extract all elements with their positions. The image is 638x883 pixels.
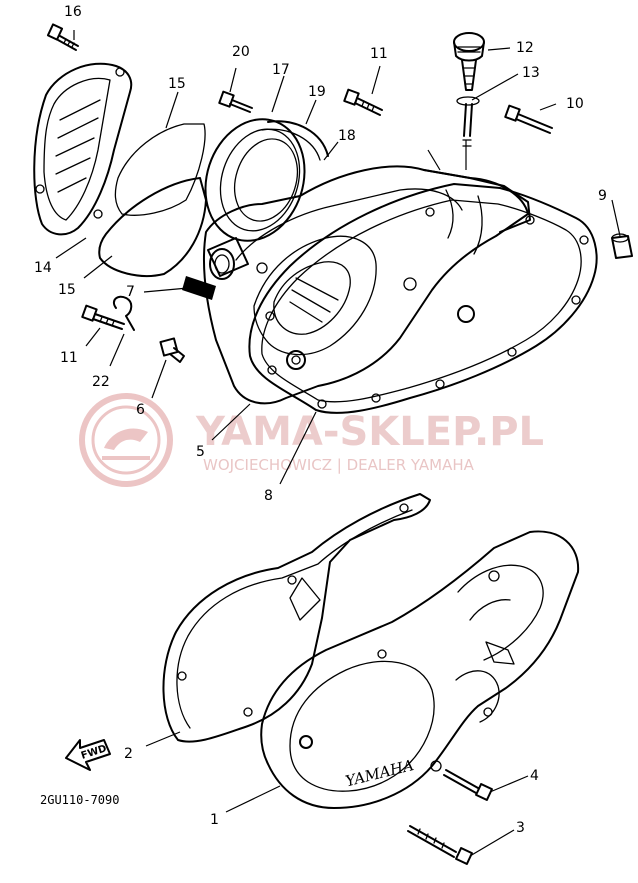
- part-11-bolt-upper: [343, 88, 383, 116]
- callout-19: 18: [338, 128, 356, 144]
- callout-9: 9: [598, 188, 607, 204]
- leader-lines: [55, 30, 621, 857]
- part-4-bolt: [443, 769, 493, 801]
- part-21-bolt: [218, 90, 253, 113]
- callout-11-lower: 11: [60, 350, 78, 366]
- part-11-bolt-lower: [81, 304, 125, 330]
- part-17-bolt: [46, 23, 79, 51]
- callout-labels: 16 15 17 19 20 11 12 13 10 9 18 14 15 7 …: [34, 4, 607, 836]
- part-6-drain-plug: [159, 337, 185, 363]
- part-2-gasket: [162, 493, 431, 743]
- watermark-title: YAMA-SKLEP.PL: [195, 409, 544, 455]
- callout-11-upper: 11: [370, 46, 388, 62]
- part-15-gasket: [114, 123, 206, 216]
- part-13-dipstick: [456, 96, 480, 147]
- part-12-cap: [453, 32, 485, 91]
- watermark-subtitle: WOJCIECHOWICZ | DEALER YAMAHA: [203, 456, 475, 474]
- fwd-arrow-icon: FWD: [65, 739, 111, 771]
- callout-4: 4: [530, 768, 539, 784]
- callout-15: 15: [168, 76, 186, 92]
- callout-3: 3: [516, 820, 525, 836]
- callout-20: 19: [308, 84, 326, 100]
- callout-8: 8: [264, 488, 273, 504]
- callout-5: 5: [196, 444, 205, 460]
- part-18-ring: [204, 118, 306, 242]
- part-9-damper: [611, 233, 633, 259]
- watermark: YAMA-SKLEP.PL WOJCIECHOWICZ | DEALER YAM…: [79, 393, 544, 487]
- callout-2: 2: [124, 746, 133, 762]
- part-8-gasket: [248, 183, 598, 414]
- callout-7: 7: [126, 284, 135, 300]
- part-14-cover: [33, 62, 133, 236]
- callout-1: 1: [210, 812, 219, 828]
- callout-22: 22: [92, 374, 110, 390]
- cover-logo: YAMAHA: [344, 756, 416, 790]
- part-20-ring: [261, 120, 329, 161]
- callout-13: 13: [522, 65, 540, 81]
- callout-16: 15: [58, 282, 76, 298]
- callout-14: 14: [34, 260, 52, 276]
- callout-17: 16: [64, 4, 82, 20]
- part-5-crankcase-cover: [202, 165, 531, 405]
- part-10-bolt: [504, 104, 553, 134]
- callout-6: 6: [136, 402, 145, 418]
- part-3-bolt: [407, 825, 473, 865]
- part-22-clip: [112, 295, 135, 331]
- diagram-code: 2GU110-7090: [40, 793, 119, 807]
- callout-18: 17: [272, 62, 290, 78]
- callout-12: 12: [516, 40, 534, 56]
- callout-21: 20: [232, 44, 250, 60]
- watermark-logo: [79, 393, 173, 487]
- part-16-plate: [98, 177, 207, 278]
- callout-10: 10: [566, 96, 584, 112]
